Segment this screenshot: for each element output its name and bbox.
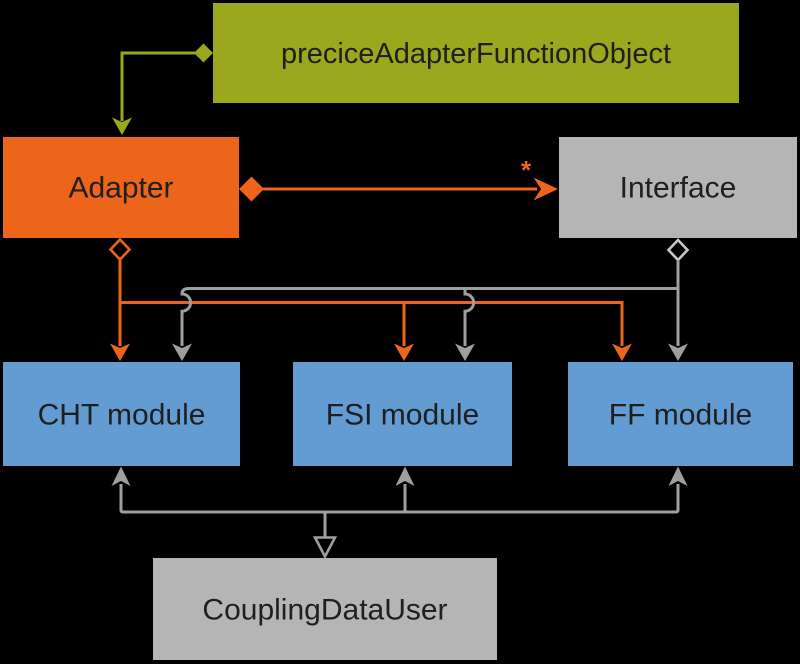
node-label: FF module	[609, 399, 752, 432]
node-box	[153, 558, 497, 660]
arrowhead-down-icon	[112, 117, 132, 135]
composition-diamond-icon	[239, 176, 264, 202]
node-label: FSI module	[326, 399, 479, 432]
node-label: Interface	[620, 172, 737, 205]
multiplicity-star-label: *	[521, 155, 532, 185]
node-adapter: Adapter	[3, 137, 239, 238]
node-label: CHT module	[38, 399, 206, 432]
node-box	[293, 362, 512, 466]
edge-line-gray-with-hop	[180, 287, 678, 346]
composition-diamond-icon	[194, 43, 213, 63]
node-box	[3, 362, 240, 466]
arrowhead-down-icon	[668, 343, 688, 361]
arrowhead-right-icon	[533, 177, 558, 201]
node-fsi-module: FSI module	[293, 362, 512, 466]
node-coupling-data-user: CouplingDataUser	[153, 558, 497, 660]
arrowhead-down-icon	[110, 343, 130, 361]
arrowhead-down-icon	[612, 343, 632, 361]
node-box	[559, 137, 797, 238]
node-label: Adapter	[68, 172, 173, 205]
arrowhead-down-icon	[394, 343, 414, 361]
arrowhead-up-icon	[111, 466, 131, 486]
node-ff-module: FF module	[568, 362, 793, 466]
edge-adapter-interface: *	[239, 155, 558, 202]
edge-line-gray-with-hop	[463, 288, 476, 346]
edge-interface-modules	[172, 238, 690, 361]
arrowhead-up-icon	[395, 466, 415, 486]
edge-functionobject-adapter	[112, 43, 213, 135]
edge-line-green	[120, 51, 195, 121]
node-interface: Interface	[559, 137, 797, 238]
node-label: CouplingDataUser	[202, 594, 447, 627]
node-box	[3, 137, 239, 238]
edge-line-orange	[120, 301, 624, 346]
node-box	[568, 362, 793, 466]
arrowhead-down-icon	[172, 343, 192, 361]
arrowhead-up-icon	[668, 466, 688, 486]
edge-line-gray	[119, 484, 680, 514]
inheritance-triangle-icon	[312, 536, 338, 560]
arrowhead-down-icon	[455, 343, 475, 361]
node-box	[213, 3, 739, 103]
node-label: preciceAdapterFunctionObject	[281, 38, 671, 70]
node-precice-adapter-function-object: preciceAdapterFunctionObject	[213, 3, 739, 103]
edge-modules-couplingdatauser	[111, 466, 688, 560]
node-cht-module: CHT module	[3, 362, 240, 466]
edge-adapter-modules	[108, 237, 632, 361]
